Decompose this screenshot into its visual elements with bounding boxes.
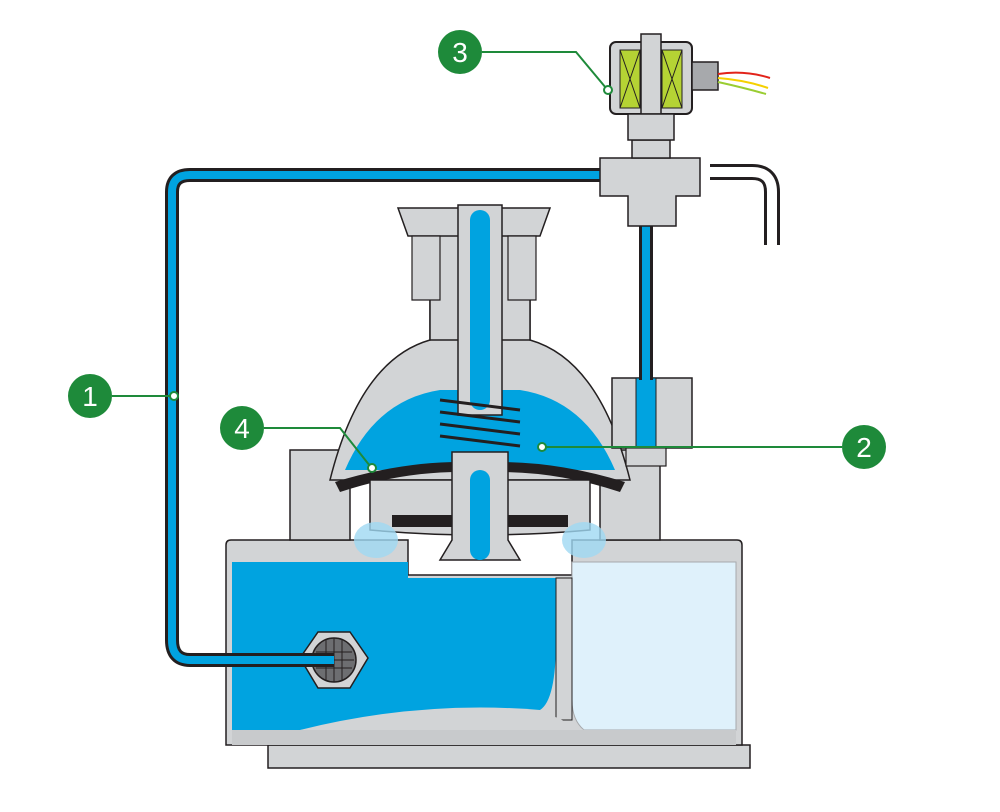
inlet-water-chamber [232, 562, 556, 730]
pilot-port-block [611, 377, 693, 467]
tee-fitting [599, 139, 701, 227]
valve-body [225, 539, 751, 769]
callout-2-label: 2 [856, 432, 872, 463]
callout-4: 4 [220, 406, 377, 473]
exhaust-pipe [710, 164, 780, 245]
diaphragm [335, 451, 625, 561]
callout-3-label: 3 [452, 37, 468, 68]
solenoid-coil [609, 33, 771, 141]
callout-3: 3 [438, 30, 613, 95]
callout-1-label: 1 [82, 381, 98, 412]
valve-stem [457, 204, 503, 416]
callout-1: 1 [68, 374, 179, 418]
spring [439, 398, 521, 448]
callout-4-label: 4 [234, 413, 250, 444]
outlet-chamber [571, 561, 737, 731]
callout-2: 2 [537, 425, 886, 469]
